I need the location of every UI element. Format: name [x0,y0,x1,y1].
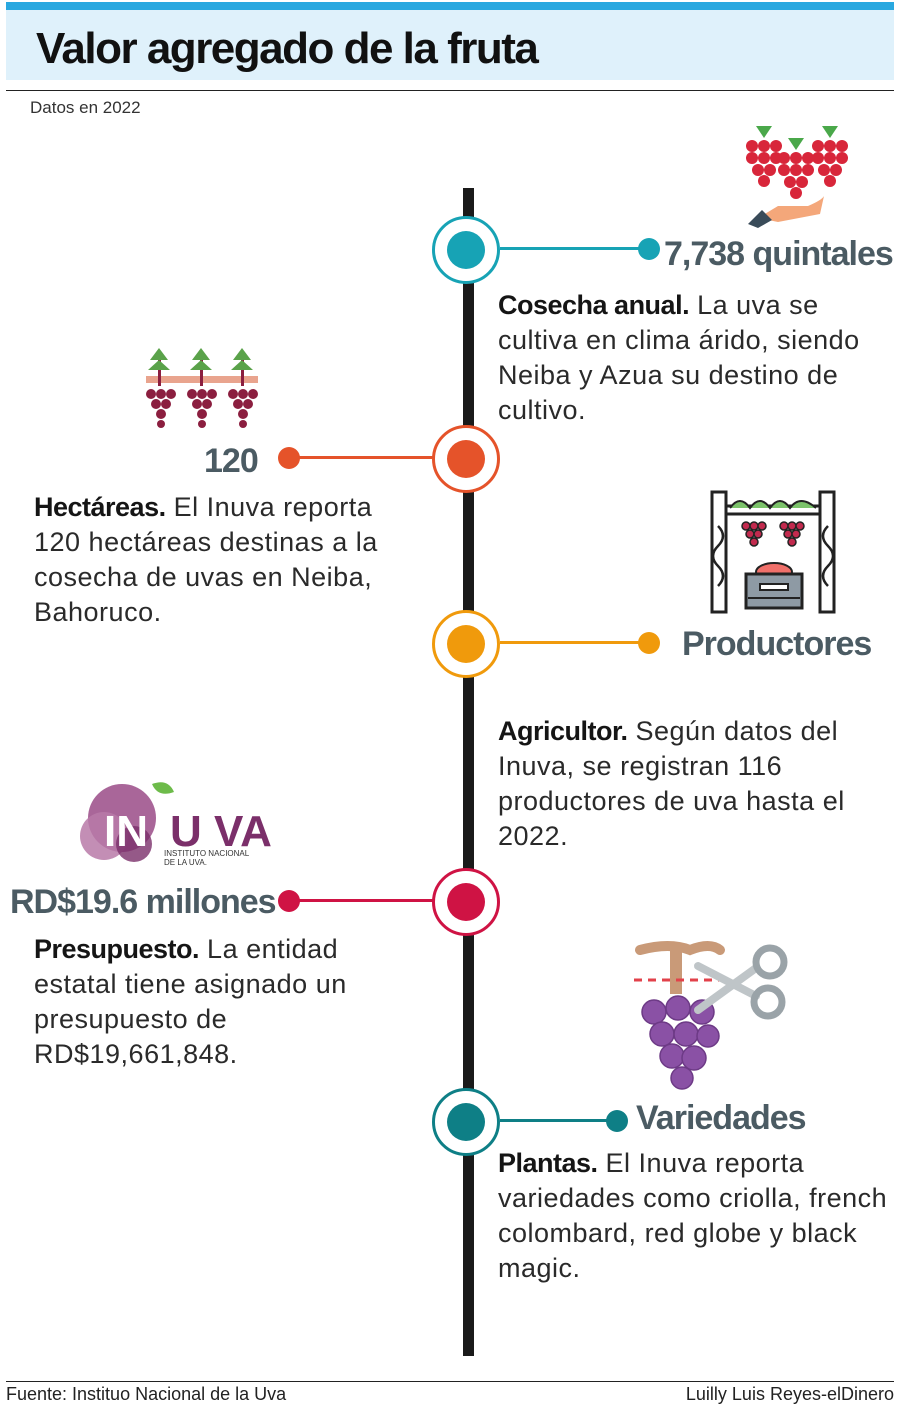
timeline-node-variedades [432,1088,500,1156]
desc-hectareas: Hectáreas. El Inuva reporta 120 hectárea… [34,490,424,630]
inuva-logo: IN U VA INSTITUTO NACIONAL DE LA UVA. [80,782,272,867]
desc-productores: Agricultor. Según datos del Inuva, se re… [498,714,888,854]
label-productores: Agricultor. [498,716,628,746]
vineyard-harvest-icon [710,490,836,614]
logo-tagline-2: DE LA UVA. [164,858,207,867]
connector-dot-productores [638,632,660,654]
connector-dot-variedades [606,1110,628,1132]
timeline-node-productores [432,610,500,678]
logo-tagline-1: INSTITUTO NACIONAL [164,849,250,858]
connector-dot-presupuesto [278,890,300,912]
stat-presupuesto: RD$19.6 millones [10,883,277,921]
page-title: Valor agregado de la fruta [36,24,539,73]
logo-text-uva: U VA [170,807,272,856]
timeline-node-presupuesto [432,868,500,936]
text-presupuesto: La entidad estatal tiene asignado un pre… [34,934,347,1069]
label-presupuesto: Presupuesto. [34,934,200,964]
label-variedades: Plantas. [498,1148,598,1178]
stat-variedades: Variedades [636,1099,807,1137]
footer-divider [6,1381,894,1382]
footer-credit: Luilly Luis Reyes-elDinero [685,1384,894,1404]
connector-hectareas [298,456,434,459]
text-cosecha: La uva se cultiva en clima árido, siendo… [498,290,860,425]
desc-cosecha: Cosecha anual. La uva se cultiva en clim… [498,288,898,428]
timeline-node-cosecha [432,216,500,284]
logo-text-in: IN [104,807,148,856]
header-band: Valor agregado de la fruta [6,10,894,80]
timeline-axis [463,188,474,1356]
connector-dot-cosecha [638,238,660,260]
stat-cosecha: 7,738 quintales [664,235,894,273]
text-hectareas: El Inuva reporta 120 hectáreas destinas … [34,492,378,627]
stat-productores: Productores [682,625,872,663]
connector-dot-hectareas [278,447,300,469]
footer-source: Fuente: Instituo Nacional de la Uva [6,1384,287,1404]
connector-productores [500,641,648,644]
hand-holding-grapes-icon [746,126,848,228]
grape-cutting-icon [634,941,788,1090]
label-hectareas: Hectáreas. [34,492,166,522]
stat-hectareas: 120 [204,442,259,480]
connector-variedades [500,1119,616,1122]
connector-cosecha [500,247,648,250]
text-variedades: El Inuva reporta variedades como criolla… [498,1148,888,1283]
grape-plants-icon [146,348,258,428]
connector-presupuesto [298,899,434,902]
desc-variedades: Plantas. El Inuva reporta variedades com… [498,1146,898,1286]
desc-presupuesto: Presupuesto. La entidad estatal tiene as… [34,932,414,1072]
label-cosecha: Cosecha anual. [498,290,690,320]
header-accent-bar [6,2,894,10]
timeline-node-hectareas [432,425,500,493]
text-productores: Según datos del Inuva, se registran 116 … [498,716,845,851]
header-divider [6,90,894,91]
page-subtitle: Datos en 2022 [30,98,141,117]
